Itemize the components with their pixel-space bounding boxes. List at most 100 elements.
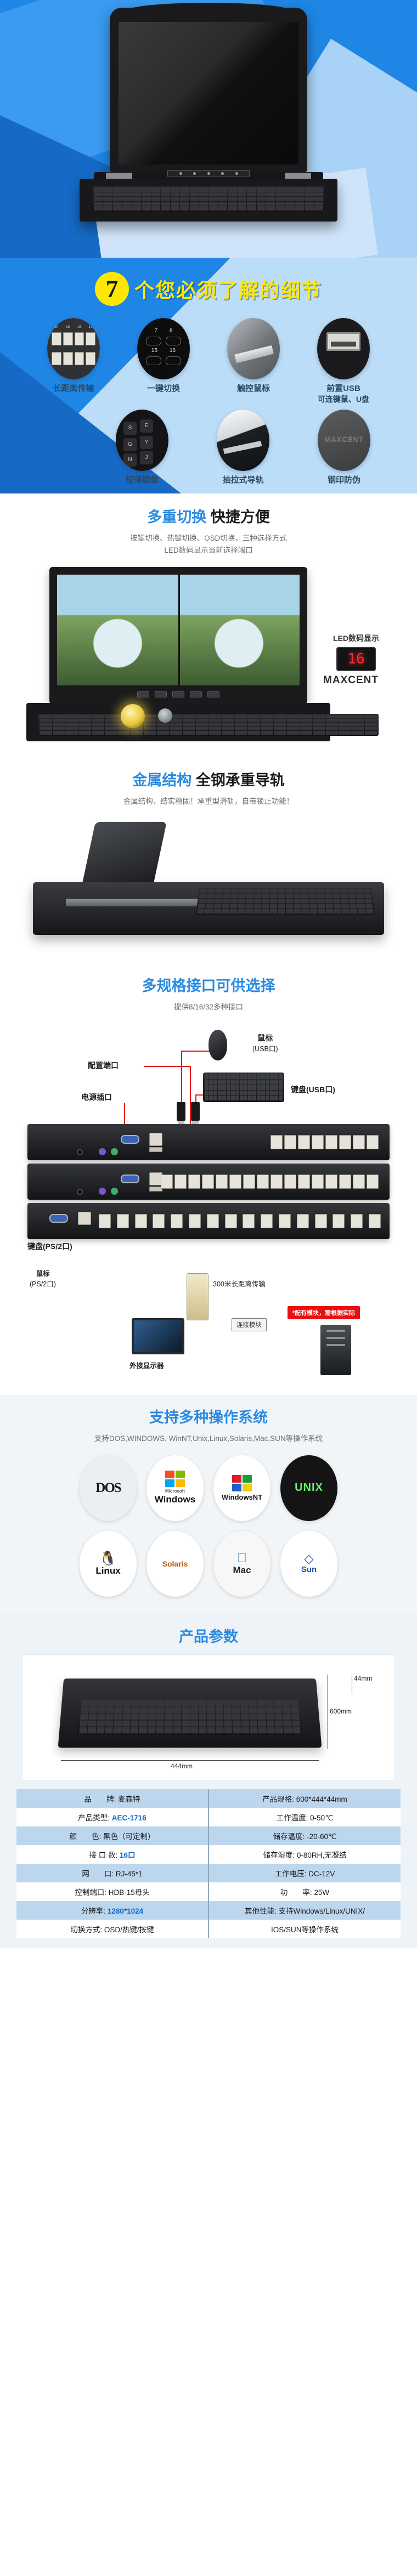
spec-cell-right: 工作温度: 0-50℃ bbox=[208, 1807, 401, 1826]
callout-connect-module: 连接模块 bbox=[232, 1318, 267, 1332]
keyboard-illustration bbox=[203, 1073, 284, 1103]
heading-highlight: 多重切换 bbox=[147, 509, 207, 525]
dimensions-photo: 444mm 600mm 44mm bbox=[22, 1654, 395, 1780]
section-multi-switch: 多重切换 快捷方便 按键切换、热键切换、OSD切换，三种选择方式 LED数码显示… bbox=[0, 493, 417, 751]
spec-key: 产品类型: bbox=[78, 1813, 110, 1822]
sun-mark-icon: ◇ bbox=[304, 1552, 314, 1566]
linux-logo: 🐧 Linux bbox=[80, 1530, 137, 1597]
dimension-height-label: 44mm bbox=[354, 1674, 373, 1682]
section-heading: 支持多种操作系统 bbox=[0, 1408, 417, 1427]
led-display-callout: LED数码显示 16 bbox=[315, 633, 397, 671]
section-subtitle-line1: 按键切换、热键切换、OSD切换，三种选择方式 bbox=[130, 534, 287, 543]
osd-button-bar bbox=[167, 170, 250, 177]
pc-tower-illustration bbox=[320, 1325, 351, 1376]
spec-cell-left: 控制端口: HDB-15母头 bbox=[16, 1882, 209, 1901]
windowsnt-label: WindowsNT bbox=[221, 1493, 263, 1501]
feature-label: 一键切换 bbox=[146, 384, 180, 393]
spec-cell-left: 接 口 数: 16口 bbox=[16, 1845, 209, 1864]
features-row-2: S E G Y N J 轻薄键盘 抽拉式导轨 MAXCE bbox=[0, 409, 417, 486]
spec-cell-right: 功 率: 25W bbox=[208, 1882, 401, 1901]
feature-label: 前置USB bbox=[326, 384, 360, 393]
keyboard bbox=[93, 186, 324, 212]
heading-highlight: 多规格接口可供选择 bbox=[142, 977, 275, 994]
spec-value: 0-50℃ bbox=[310, 1813, 334, 1822]
feature-sublabel: 可连键鼠、U盘 bbox=[317, 394, 370, 404]
heading-dark: 快捷方便 bbox=[210, 509, 270, 525]
thin-keyboard-icon: S E G Y N J bbox=[116, 409, 168, 471]
feature-label: 钢印防伪 bbox=[327, 475, 360, 485]
rack-ear-right bbox=[285, 173, 311, 180]
rail-photo bbox=[16, 816, 401, 954]
penguin-icon: 🐧 bbox=[99, 1550, 117, 1567]
callout-config-port: 配置端口 bbox=[88, 1061, 119, 1070]
monitor-screen bbox=[119, 22, 298, 164]
table-row: 颜 色: 黑色（可定制） 储存温度: -20-60℃ bbox=[16, 1826, 401, 1845]
spec-key: 储存湿度: bbox=[263, 1851, 295, 1859]
spec-value: HDB-15母头 bbox=[108, 1888, 150, 1897]
led-digital-display: 16 bbox=[336, 646, 376, 671]
sun-label: Sun bbox=[301, 1565, 317, 1575]
monitor-open-lid bbox=[49, 566, 307, 704]
windowsnt-flag-icon bbox=[232, 1474, 252, 1491]
extender-diagram: 鼠标 (PS/2口) 外接显示器 300米长距离传输 连接模块 *配有模块，需根… bbox=[16, 1266, 401, 1392]
spec-cell-left: 网 口: RJ-45*1 bbox=[16, 1863, 209, 1882]
section-os-support: 支持多种操作系统 支持DOS,WINDOWS, WinNT,Unix,Linux… bbox=[0, 1395, 417, 1613]
table-row: 网 口: RJ-45*1 工作电压: DC-12V bbox=[16, 1863, 401, 1882]
features-count-badge: 7 bbox=[94, 272, 129, 306]
rj45-console-port bbox=[149, 1133, 162, 1147]
dos-logo: DOS bbox=[80, 1455, 137, 1521]
callout-power-port: 电源插口 bbox=[81, 1093, 112, 1102]
spec-cell-left: 颜 色: 黑色（可定制） bbox=[16, 1826, 209, 1845]
callout-keyboard: 键盘(USB口) bbox=[291, 1085, 335, 1094]
dimension-depth-label: 600mm bbox=[330, 1707, 352, 1715]
monitor-screen-image bbox=[57, 574, 300, 685]
steel-seal-icon: MAXCENT bbox=[318, 409, 370, 471]
spec-value: 600*444*44mm bbox=[296, 1795, 347, 1803]
table-footer-spacer bbox=[16, 1938, 401, 1948]
spec-key: 切换方式: bbox=[70, 1925, 103, 1934]
power-jack bbox=[77, 1189, 83, 1195]
section-heading: 金属结构 全钢承重导轨 bbox=[0, 771, 417, 790]
console-top-view bbox=[58, 1678, 322, 1748]
windows-logo: Microsoft Windows bbox=[146, 1455, 204, 1521]
spec-key: 其他性能: bbox=[244, 1907, 277, 1915]
external-monitor-illustration bbox=[132, 1318, 184, 1355]
callout-kb-ps2: 键盘(PS/2口) bbox=[27, 1242, 72, 1251]
table-row: 产品类型: AEC-1716 工作温度: 0-50℃ bbox=[16, 1807, 401, 1826]
callout-external-monitor: 外接显示器 bbox=[129, 1362, 164, 1370]
brand-mark: MAXCENT bbox=[323, 674, 379, 686]
section-heading: 产品参数 bbox=[0, 1627, 417, 1647]
rj45-console-port bbox=[78, 1212, 91, 1225]
windows-flag-icon bbox=[165, 1471, 185, 1488]
spec-key: 颜 色: bbox=[69, 1832, 102, 1841]
mac-label: Mac bbox=[233, 1558, 251, 1575]
specifications-table: 品 牌: 麦森特 产品规格: 600*444*44mm 产品类型: AEC-17… bbox=[16, 1789, 401, 1938]
spec-value: OSD/热键/按键 bbox=[104, 1925, 154, 1934]
kvm-device-32port bbox=[27, 1203, 390, 1240]
heading-dark: 全钢承重导轨 bbox=[195, 771, 285, 788]
section-interfaces: 多规格接口可供选择 提供8/16/32多种接口 鼠标 (USB口) 键盘(USB… bbox=[0, 962, 417, 1395]
section-subtitle-line1: 提供8/16/32多种接口 bbox=[173, 1003, 244, 1012]
table-row: 控制端口: HDB-15母头 功 率: 25W bbox=[16, 1882, 401, 1901]
spec-cell-left: 品 牌: 麦森特 bbox=[16, 1789, 209, 1808]
spec-cell-left: 产品类型: AEC-1716 bbox=[16, 1807, 209, 1826]
kvm-device-16port bbox=[27, 1164, 390, 1200]
os-logo-row-2: 🐧 Linux Solaris  Mac ◇ Sun bbox=[0, 1530, 417, 1597]
feature-item: 抽拉式导轨 bbox=[205, 409, 281, 486]
callout-mouse: 鼠标 (USB口) bbox=[252, 1034, 278, 1053]
spec-value: DC-12V bbox=[308, 1869, 335, 1878]
touchpad-knob bbox=[158, 708, 172, 723]
rj45-port-bank bbox=[161, 1174, 379, 1189]
spec-value: -20-60℃ bbox=[307, 1832, 337, 1841]
kvm-device-8port bbox=[27, 1124, 390, 1161]
spec-cell-left: 切换方式: OSD/热键/按键 bbox=[16, 1919, 209, 1938]
ps2-keyboard-port bbox=[99, 1188, 106, 1195]
feature-item: 触控鼠标 bbox=[215, 318, 292, 404]
spec-value: 支持Windows/Linux/UNIX/ bbox=[278, 1907, 365, 1915]
display-photo: LED数码显示 16 MAXCENT bbox=[16, 566, 401, 748]
section-specifications: 产品参数 444mm 600mm 44mm bbox=[0, 1613, 417, 1948]
